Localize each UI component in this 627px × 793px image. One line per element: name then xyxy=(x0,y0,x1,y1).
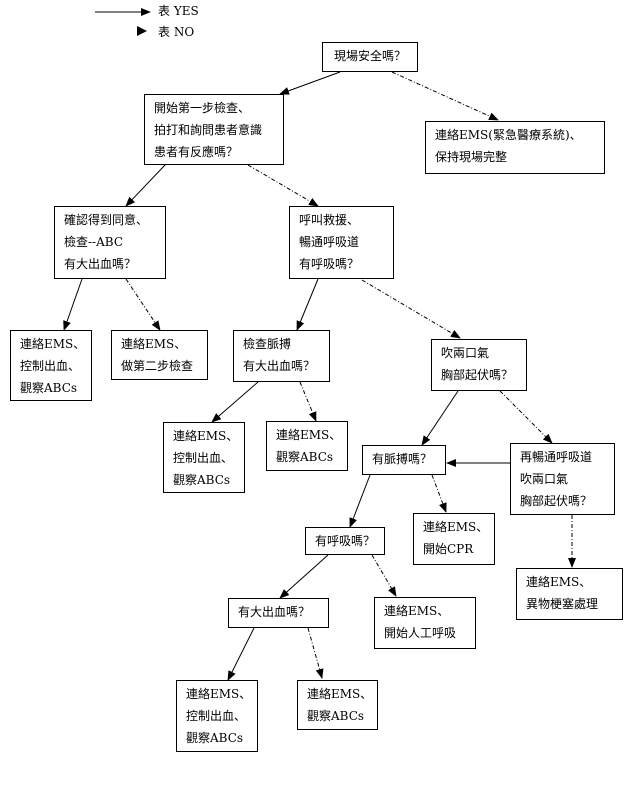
node-text: 吹兩口氣 xyxy=(520,472,569,486)
node-text: 現場安全嗎？ xyxy=(333,49,406,63)
node-text: 有呼吸嗎？ xyxy=(315,534,376,548)
node-ems-observe-1: 連絡EMS、 觀察ABCs xyxy=(266,421,348,471)
edge-two-breaths-yes xyxy=(421,390,459,446)
node-text: 胸部起伏嗎？ xyxy=(441,368,514,382)
node-text: 連絡EMS(緊急醫療系統)、 xyxy=(435,128,582,142)
node-ems-control-bleed-1: 連絡EMS、 控制出血、 觀察ABCs xyxy=(10,330,92,401)
node-text: 觀察ABCs xyxy=(186,731,244,745)
edge-has-pulse-no xyxy=(431,474,447,513)
node-text: 連絡EMS、 xyxy=(526,575,592,589)
node-text: 觀察ABCs xyxy=(20,381,78,395)
edge-has-breathing-yes xyxy=(279,554,329,599)
node-text: 控制出血、 xyxy=(173,451,234,465)
edge-scene-safe-no xyxy=(391,71,499,121)
node-text: 連絡EMS、 xyxy=(186,687,252,701)
node-text: 確認得到同意、 xyxy=(64,213,149,227)
node-text: 有呼吸嗎？ xyxy=(299,257,360,271)
node-text: 連絡EMS、 xyxy=(276,428,342,442)
edge-major-bleeding-no xyxy=(307,627,324,679)
edge-consent-yes xyxy=(63,278,83,331)
legend-no-arrow-icon xyxy=(137,26,147,36)
edge-pulse-bleed-no xyxy=(299,381,317,422)
node-text: 檢查脈搏 xyxy=(243,337,292,351)
edge-call-help-yes xyxy=(296,278,319,331)
node-text: 連絡EMS、 xyxy=(384,604,450,618)
node-text: 觀察ABCs xyxy=(173,473,231,487)
node-text: 檢查--ABC xyxy=(64,235,123,249)
node-scene-safe: 現場安全嗎？ xyxy=(322,42,418,72)
node-text: 呼叫救援、 xyxy=(299,213,360,227)
node-check-pulse-bleed: 檢查脈搏 有大出血嗎？ xyxy=(233,330,330,382)
node-consent-check: 確認得到同意、 檢查--ABC 有大出血嗎？ xyxy=(54,206,166,279)
node-text: 暢通呼吸道 xyxy=(299,235,360,249)
node-text: 有脈搏嗎？ xyxy=(372,452,433,466)
node-ems-control-bleed-2: 連絡EMS、 控制出血、 觀察ABCs xyxy=(163,422,245,493)
node-text: 保持現場完整 xyxy=(435,150,508,164)
node-has-pulse: 有脈搏嗎？ xyxy=(362,445,446,475)
node-text: 觀察ABCs xyxy=(276,450,334,464)
node-text: 有大出血嗎？ xyxy=(243,359,316,373)
node-text: 患者有反應嗎？ xyxy=(154,145,239,159)
node-text: 連絡EMS、 xyxy=(173,429,239,443)
node-ems-control-bleed-3: 連絡EMS、 控制出血、 觀察ABCs xyxy=(176,680,258,752)
node-text: 連絡EMS、 xyxy=(121,337,187,351)
node-text: 有大出血嗎？ xyxy=(64,257,137,271)
node-call-help: 呼叫救援、 暢通呼吸道 有呼吸嗎？ xyxy=(289,206,394,279)
edge-major-bleeding-yes xyxy=(227,627,255,681)
edge-first-check-yes xyxy=(125,163,167,207)
node-call-ems-secure: 連絡EMS(緊急醫療系統)、 保持現場完整 xyxy=(425,121,605,174)
node-text: 連絡EMS、 xyxy=(20,337,86,351)
edge-two-breaths-no xyxy=(499,390,553,444)
node-text: 觀察ABCs xyxy=(307,709,365,723)
node-text: 有大出血嗎？ xyxy=(238,605,311,619)
node-ems-second-check: 連絡EMS、 做第二步檢查 xyxy=(111,330,208,380)
node-text: 再暢通呼吸道 xyxy=(520,450,593,464)
node-text: 開始CPR xyxy=(423,542,474,556)
node-text: 異物梗塞處理 xyxy=(526,597,599,611)
node-text: 控制出血、 xyxy=(20,359,81,373)
node-ems-cpr: 連絡EMS、 開始CPR xyxy=(413,513,495,565)
node-major-bleeding: 有大出血嗎？ xyxy=(228,598,329,628)
node-text: 拍打和詢問患者意識 xyxy=(154,123,263,137)
node-first-check: 開始第一步檢查、 拍打和詢問患者意識 患者有反應嗎？ xyxy=(144,94,284,165)
node-text: 連絡EMS、 xyxy=(423,520,489,534)
node-text: 連絡EMS、 xyxy=(307,687,373,701)
node-text: 吹兩口氣 xyxy=(441,346,490,360)
edge-has-breathing-no xyxy=(371,554,397,597)
legend-yes-label: 表 YES xyxy=(158,4,199,18)
node-ems-observe-2: 連絡EMS、 觀察ABCs xyxy=(297,680,378,730)
node-ems-obstruction: 連絡EMS、 異物梗塞處理 xyxy=(516,568,623,620)
node-ems-rescue-breathing: 連絡EMS、 開始人工呼吸 xyxy=(374,597,476,649)
edge-call-help-no xyxy=(361,279,461,339)
legend-no-label: 表 NO xyxy=(158,25,195,39)
edge-consent-no xyxy=(125,278,161,331)
edge-pulse-bleed-yes xyxy=(211,381,259,423)
node-text: 開始人工呼吸 xyxy=(384,626,457,640)
edge-scene-safe-yes xyxy=(279,71,341,95)
node-text: 做第二步檢查 xyxy=(121,359,194,373)
node-has-breathing: 有呼吸嗎？ xyxy=(305,527,385,555)
node-reopen-airway: 再暢通呼吸道 吹兩口氣 胸部起伏嗎？ xyxy=(510,443,615,515)
node-two-breaths: 吹兩口氣 胸部起伏嗎？ xyxy=(431,339,527,391)
node-text: 胸部起伏嗎？ xyxy=(520,494,593,508)
edge-first-check-no xyxy=(247,164,319,207)
node-text: 控制出血、 xyxy=(186,709,247,723)
node-text: 開始第一步檢查、 xyxy=(154,101,251,115)
edge-has-pulse-yes xyxy=(349,474,371,528)
